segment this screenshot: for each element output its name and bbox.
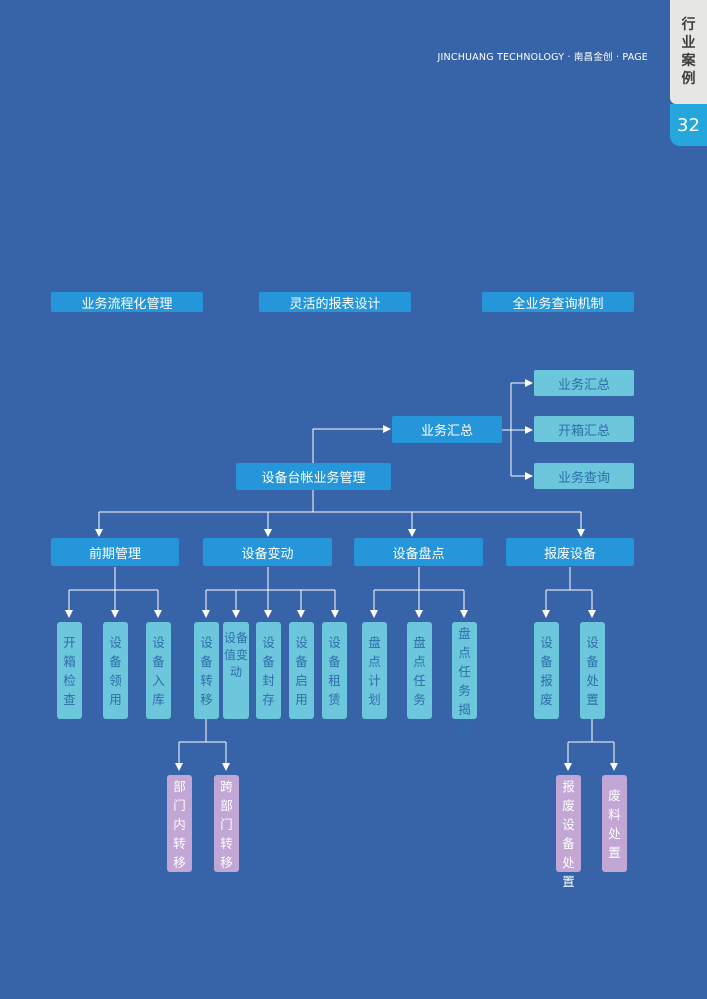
leaf-node-label: 设备启用 (295, 634, 308, 707)
leaf-node: 设备启用 (289, 622, 314, 719)
leaf-node-label: 跨部门转移 (220, 779, 233, 870)
leaf-node-label: 设备租赁 (328, 634, 341, 707)
category-scrap: 报废设备 (506, 538, 634, 566)
leaf-node-label: 设备领用 (109, 634, 122, 707)
leaf-node-label: 设备值变动 (223, 631, 248, 679)
category-equipment-change: 设备变动 (203, 538, 332, 566)
category-inventory: 设备盘点 (354, 538, 483, 566)
section-tab-label: 行业案例 (681, 17, 696, 87)
feature-report-design: 灵活的报表设计 (259, 292, 411, 312)
leaf-node-label: 盘点计划 (368, 634, 381, 707)
sub-leaf-node: 部门内转移 (167, 775, 192, 872)
leaf-node: 盘点任务揭交 (452, 622, 477, 736)
leaf-node: 设备转移 (194, 622, 219, 719)
leaf-node-label: 开箱检查 (63, 634, 76, 707)
leaf-node-label: 部门内转移 (173, 779, 186, 870)
leaf-node: 设备领用 (103, 622, 128, 719)
page-number: 32 (670, 104, 707, 146)
summary-child-business: 业务汇总 (534, 370, 634, 396)
root-node: 设备台帐业务管理 (236, 463, 391, 490)
leaf-node-label: 盘点任务 (413, 634, 426, 707)
leaf-node-label: 设备入库 (152, 634, 165, 707)
feature-process-management: 业务流程化管理 (51, 292, 203, 312)
leaf-node-label: 设备转移 (200, 634, 213, 707)
leaf-node: 设备处置 (580, 622, 605, 719)
leaf-node-label: 设备报废 (540, 634, 553, 707)
leaf-node: 设备报废 (534, 622, 559, 719)
leaf-node-label: 盘点任务揭交 (458, 626, 471, 736)
summary-child-unboxing: 开箱汇总 (534, 416, 634, 442)
category-early-management: 前期管理 (51, 538, 179, 566)
header-text: JINCHUANG TECHNOLOGY · 南昌金创 · PAGE (437, 52, 648, 63)
leaf-node: 设备租赁 (322, 622, 347, 719)
sub-leaf-node: 跨部门转移 (214, 775, 239, 872)
sub-leaf-node: 废料处置 (602, 775, 627, 872)
leaf-node: 开箱检查 (57, 622, 82, 719)
leaf-node: 盘点计划 (362, 622, 387, 719)
sub-leaf-node: 报废设备处置 (556, 775, 581, 889)
leaf-node-label: 废料处置 (608, 787, 621, 860)
leaf-node: 设备入库 (146, 622, 171, 719)
leaf-node-label: 设备封存 (262, 634, 275, 707)
leaf-node: 设备值变动 (223, 622, 249, 719)
summary-child-query: 业务查询 (534, 463, 634, 489)
leaf-node-label: 报废设备处置 (562, 779, 575, 889)
leaf-node-label: 设备处置 (586, 634, 599, 707)
feature-query-mechanism: 全业务查询机制 (482, 292, 634, 312)
leaf-node: 盘点任务 (407, 622, 432, 719)
summary-node: 业务汇总 (392, 416, 502, 443)
leaf-node: 设备封存 (256, 622, 281, 719)
section-tab: 行业案例 (670, 0, 707, 104)
